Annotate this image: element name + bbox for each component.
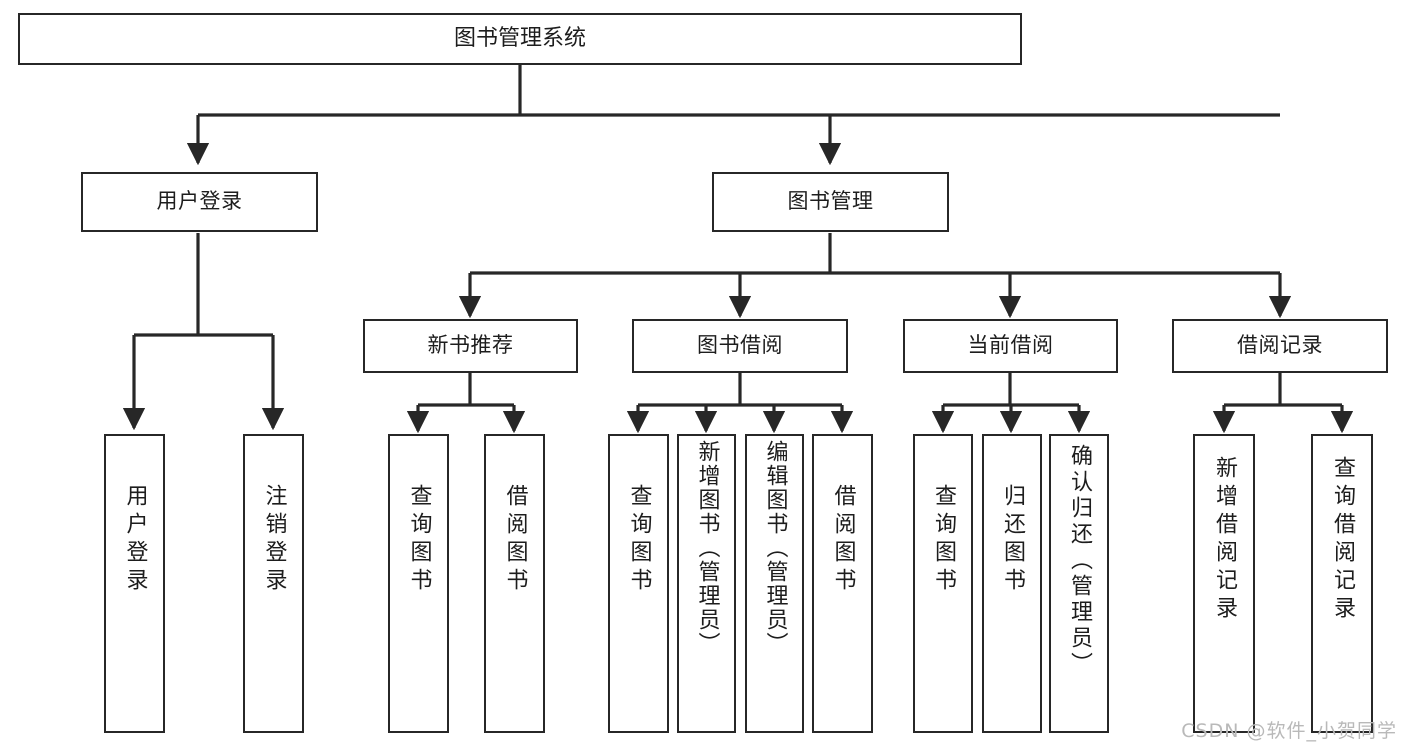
leaf-add-book-label: 新增图书（管理员） [694,440,720,656]
node-new-book-recommend-label: 新书推荐 [427,333,514,358]
leaf-borrow-book-1[interactable]: 借阅图书 [484,434,545,733]
leaf-add-book[interactable]: 新增图书（管理员） [677,434,736,733]
node-root-label: 图书管理系统 [453,25,586,51]
node-book-borrow-label: 图书借阅 [697,333,783,358]
node-borrow-record-label: 借阅记录 [1237,333,1323,358]
leaf-query-book-1-label: 查询图书 [406,484,432,596]
leaf-borrow-book-1-label: 借阅图书 [502,484,528,596]
leaf-confirm-return-label: 确认归还（管理员） [1067,444,1092,678]
leaf-borrow-book-2-label: 借阅图书 [830,484,856,596]
csdn-watermark: CSDN @软件_小贺同学 [1181,720,1397,742]
leaf-query-book-1[interactable]: 查询图书 [388,434,449,733]
leaf-borrow-book-2[interactable]: 借阅图书 [812,434,873,733]
leaf-edit-book-label: 编辑图书（管理员） [762,440,788,656]
leaf-edit-book[interactable]: 编辑图书（管理员） [745,434,804,733]
leaf-query-book-2[interactable]: 查询图书 [608,434,669,733]
leaf-query-book-3[interactable]: 查询图书 [913,434,973,733]
node-root[interactable]: 图书管理系统 [18,13,1022,65]
leaf-query-book-3-label: 查询图书 [931,484,956,596]
leaf-add-borrow-record[interactable]: 新增借阅记录 [1193,434,1255,733]
node-book-borrow[interactable]: 图书借阅 [632,319,848,373]
leaf-query-borrow-record-label: 查询借阅记录 [1330,456,1355,624]
leaf-return-book-label: 归还图书 [1000,484,1025,596]
node-book-manage[interactable]: 图书管理 [712,172,949,232]
leaf-confirm-return[interactable]: 确认归还（管理员） [1049,434,1109,733]
leaf-logout[interactable]: 注销登录 [243,434,304,733]
node-current-borrow-label: 当前借阅 [967,333,1054,358]
leaf-logout-label: 注销登录 [261,484,287,596]
leaf-query-book-2-label: 查询图书 [626,484,652,596]
leaf-return-book[interactable]: 归还图书 [982,434,1042,733]
leaf-query-borrow-record[interactable]: 查询借阅记录 [1311,434,1373,733]
leaf-add-borrow-record-label: 新增借阅记录 [1212,456,1237,624]
leaf-user-login-label: 用户登录 [122,484,148,596]
node-current-borrow[interactable]: 当前借阅 [903,319,1118,373]
leaf-user-login[interactable]: 用户登录 [104,434,165,733]
node-book-manage-label: 图书管理 [787,189,874,214]
node-new-book-recommend[interactable]: 新书推荐 [363,319,578,373]
node-borrow-record[interactable]: 借阅记录 [1172,319,1388,373]
node-user-login-label: 用户登录 [156,189,243,214]
node-user-login[interactable]: 用户登录 [81,172,318,232]
